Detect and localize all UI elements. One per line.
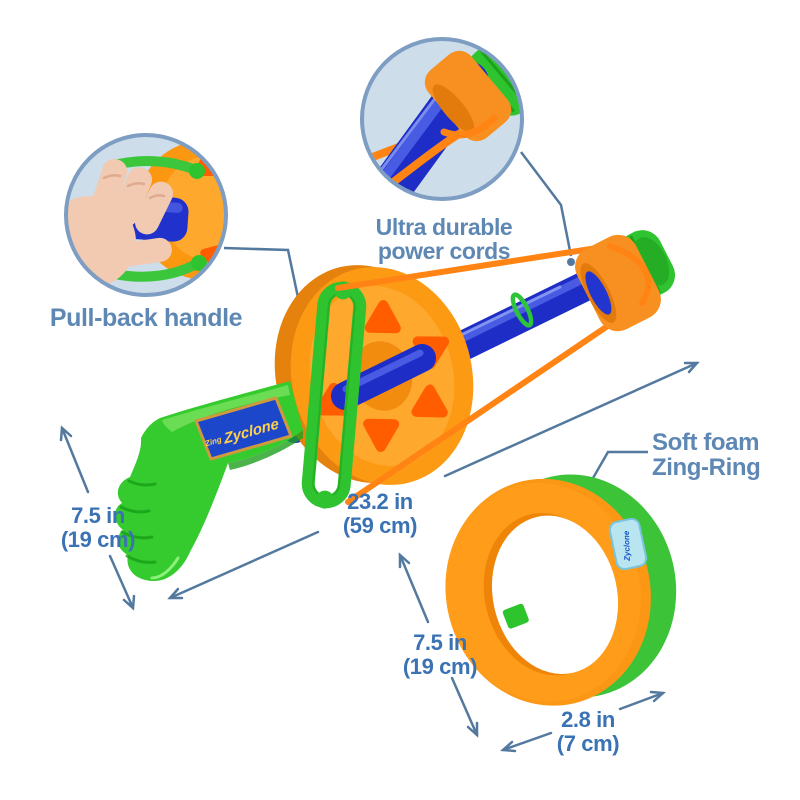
power-cords-callout-circle: [360, 37, 524, 201]
leader-power-cords: [520, 151, 575, 266]
ring-sticker-text: Zyclone: [622, 530, 632, 562]
power-cords: [335, 243, 646, 505]
shaft-band: [510, 292, 534, 328]
total-length-metric: (59 cm): [342, 512, 418, 538]
dimension-line-ring-width: [499, 690, 667, 753]
zing-ring: Zyclone: [445, 474, 677, 706]
ring-sticker: Zyclone: [608, 517, 648, 571]
pull-back-callout-circle: [64, 133, 228, 297]
ring-width-dimension: 2.8 in (7 cm): [538, 708, 638, 756]
zing-ring-label: Soft foam Zing-Ring: [652, 430, 782, 481]
launcher-toy: Zing Zyclone: [115, 230, 676, 582]
grip-height-value: 7.5 in: [71, 503, 125, 528]
pull-back-handle-text: Pull-back handle: [49, 304, 243, 332]
dimension-line-ring-diameter: [398, 552, 479, 738]
grip-height-metric: (19 cm): [60, 526, 136, 552]
power-cords-text-line1: Ultra durable: [375, 214, 513, 240]
pull-back-handle-label: Pull-back handle: [36, 306, 256, 331]
ring-diameter-dimension: 7.5 in (19 cm): [390, 631, 490, 679]
zing-ring-text-line2: Zing-Ring: [652, 454, 761, 482]
ring-diameter-metric: (19 cm): [402, 653, 478, 679]
ring-diameter-value: 7.5 in: [413, 630, 467, 655]
power-cords-text-line2: power cords: [377, 238, 511, 265]
dimension-lines: [59, 361, 700, 753]
ring-width-value: 2.8 in: [561, 707, 615, 732]
zing-ring-text-line1: Soft foam: [652, 429, 760, 456]
foam-sleeve: [575, 234, 661, 332]
grip-height-dimension: 7.5 in (19 cm): [48, 504, 148, 552]
dimension-line-total-length: [167, 361, 700, 600]
ring-width-metric: (7 cm): [556, 730, 620, 756]
launcher-sticker: Zing Zyclone: [194, 396, 293, 461]
total-length-value: 23.2 in: [347, 489, 413, 514]
power-cords-label: Ultra durable power cords: [344, 215, 544, 263]
cord-wrap: [607, 243, 652, 306]
dimension-line-grip-height: [59, 425, 136, 611]
launcher-grip: Zing Zyclone: [115, 381, 303, 582]
total-length-dimension: 23.2 in (59 cm): [310, 490, 450, 538]
